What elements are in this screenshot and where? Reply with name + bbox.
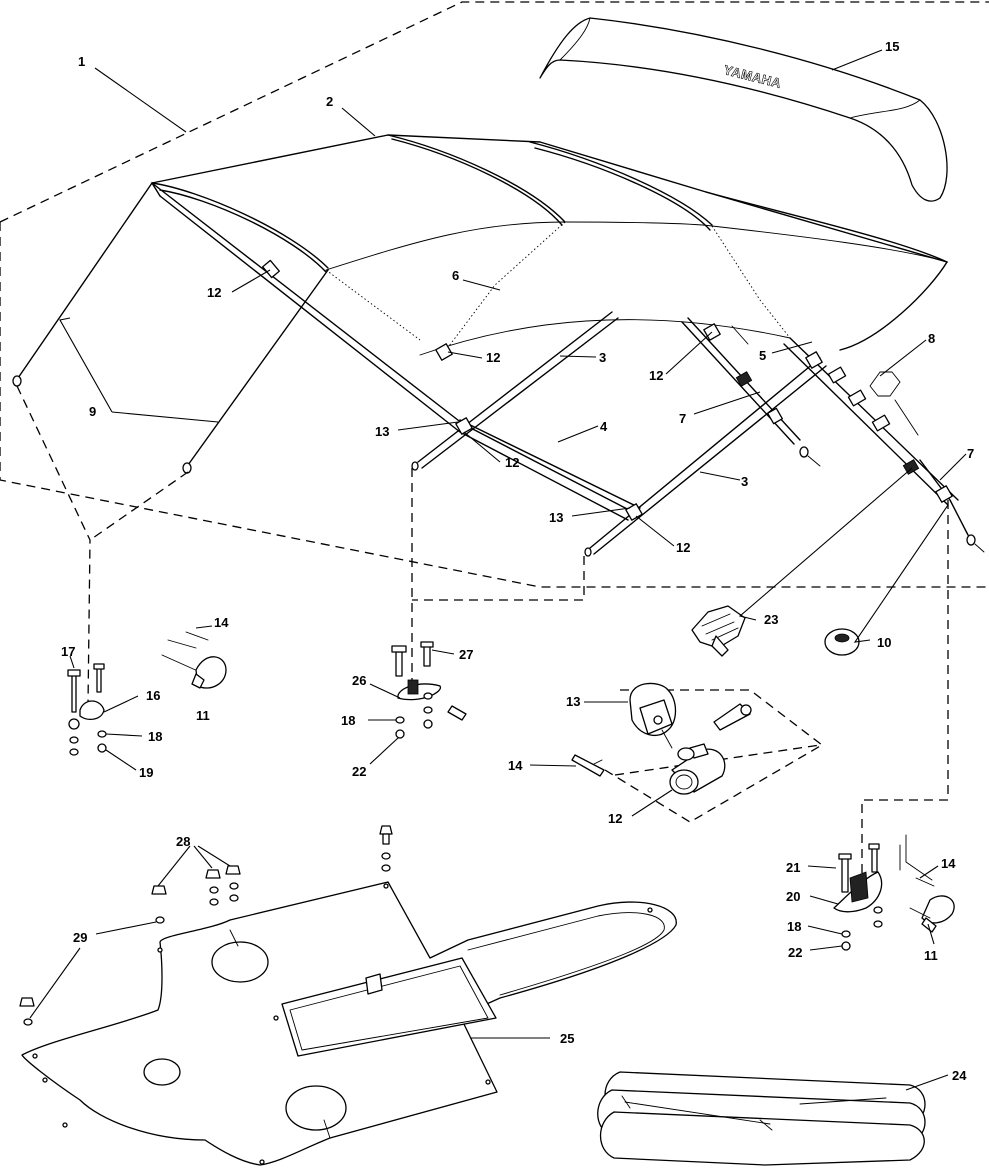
- callout-12: 12: [207, 285, 221, 300]
- callout-7: 7: [679, 411, 686, 426]
- callout-22: 22: [352, 764, 366, 779]
- callout-13: 13: [549, 510, 563, 525]
- callout-12: 12: [486, 350, 500, 365]
- callout-18: 18: [787, 919, 801, 934]
- callout-2: 2: [326, 94, 333, 109]
- callout-10: 10: [877, 635, 891, 650]
- callout-18: 18: [148, 729, 162, 744]
- callout-24: 24: [952, 1068, 967, 1083]
- callout-12: 12: [505, 455, 519, 470]
- right-mount-hardware: [833, 834, 955, 951]
- callout-3: 3: [599, 350, 606, 365]
- callout-12: 12: [649, 368, 663, 383]
- callout-18: 18: [341, 713, 355, 728]
- callout-14: 14: [214, 615, 229, 630]
- frame-clamps: [262, 259, 953, 521]
- deck-plate-part-25: [19, 825, 677, 1166]
- callout-14: 14: [508, 758, 523, 773]
- callout-11: 11: [924, 948, 938, 963]
- callout-labels: 1 2 15 12 6 9 12 3 12 5 8 7 13 12 4 3 7 …: [61, 39, 974, 1083]
- callout-16: 16: [146, 688, 160, 703]
- callout-23: 23: [764, 612, 778, 627]
- callout-22: 22: [788, 945, 802, 960]
- callout-8: 8: [928, 331, 935, 346]
- callout-13: 13: [375, 424, 389, 439]
- callout-17: 17: [61, 644, 75, 659]
- callout-12: 12: [676, 540, 690, 555]
- callout-9: 9: [89, 404, 96, 419]
- callout-3: 3: [741, 474, 748, 489]
- storage-bag-part-24: [597, 1071, 926, 1166]
- callout-28: 28: [176, 834, 190, 849]
- callout-29: 29: [73, 930, 87, 945]
- grommet-part-10: [824, 628, 860, 656]
- hinge-left-part-11: [161, 631, 227, 689]
- connection-lines: [16, 385, 949, 880]
- callout-13: 13: [566, 694, 580, 709]
- callout-26: 26: [352, 673, 366, 688]
- bimini-canvas: [151, 134, 948, 356]
- fitting-detail: [571, 682, 823, 823]
- callout-7: 7: [967, 446, 974, 461]
- callout-19: 19: [139, 765, 153, 780]
- callout-11: 11: [196, 708, 210, 723]
- strap-part-23: [691, 605, 746, 657]
- assembly-outline: [0, 1, 989, 588]
- callout-15: 15: [885, 39, 899, 54]
- left-mount-hardware: [67, 663, 107, 756]
- callout-4: 4: [600, 419, 608, 434]
- callout-6: 6: [452, 268, 459, 283]
- callout-27: 27: [459, 647, 473, 662]
- callout-12: 12: [608, 811, 622, 826]
- callout-1: 1: [78, 54, 85, 69]
- boot-cover: YAMAHA: [539, 17, 948, 202]
- center-mount-hardware: [391, 641, 467, 739]
- callout-21: 21: [786, 860, 800, 875]
- callout-14: 14: [941, 856, 956, 871]
- callout-5: 5: [759, 348, 766, 363]
- callout-20: 20: [786, 889, 800, 904]
- callout-25: 25: [560, 1031, 574, 1046]
- leader-lines: [29, 49, 967, 1091]
